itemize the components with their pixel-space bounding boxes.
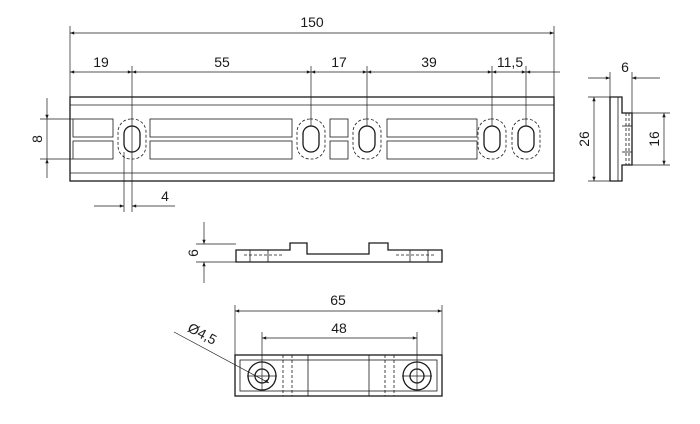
slot-upper-b (329, 118, 349, 138)
dim-text-side-thickness: 6 (621, 59, 629, 75)
dim-text-slot-height: 8 (29, 135, 45, 143)
slot-lower-b (329, 140, 349, 160)
front-view: 6 (185, 222, 443, 283)
dimension-overall-length: 150 (69, 14, 555, 97)
dim-text-slot-width: 4 (161, 188, 169, 204)
dim-text-segment-2: 55 (214, 54, 230, 70)
slot-lower-a (149, 140, 293, 160)
dim-text-hole-diameter: Ø4,5 (185, 319, 219, 347)
front-profile-outline (235, 242, 443, 263)
dimension-slot-width: 4 (94, 152, 175, 212)
slot-lower-c (386, 140, 478, 160)
rail-body-outline (69, 96, 555, 182)
mounting-hole-left (247, 361, 277, 391)
mounting-hole-right (402, 361, 432, 391)
top-view: 150 19 55 17 39 11,5 (29, 14, 560, 212)
dim-text-segment-5: 11,5 (497, 54, 523, 70)
slot-upper-c (386, 118, 478, 138)
slot-upper-a (149, 118, 293, 138)
dim-text-side-height: 26 (576, 131, 592, 147)
dim-text-side-inner-height: 16 (646, 131, 662, 147)
dim-text-front-height: 6 (185, 249, 201, 257)
insert-body-outline (234, 354, 443, 397)
dim-text-segment-1: 19 (93, 54, 109, 70)
insert-view: 65 48 Ø4,5 (173, 292, 443, 397)
left-slot-upper (72, 118, 114, 138)
dim-text-segment-3: 17 (331, 54, 347, 70)
left-slot-lower (72, 140, 114, 160)
dimension-slot-height: 8 (29, 98, 73, 178)
dim-text-insert-length: 65 (330, 292, 346, 308)
dim-text-overall-length: 150 (300, 14, 324, 30)
dimension-chain: 19 55 17 39 11,5 (70, 54, 560, 212)
side-view: 26 16 6 (576, 59, 670, 182)
dim-text-hole-spacing: 48 (331, 320, 347, 336)
dim-text-segment-4: 39 (421, 54, 437, 70)
